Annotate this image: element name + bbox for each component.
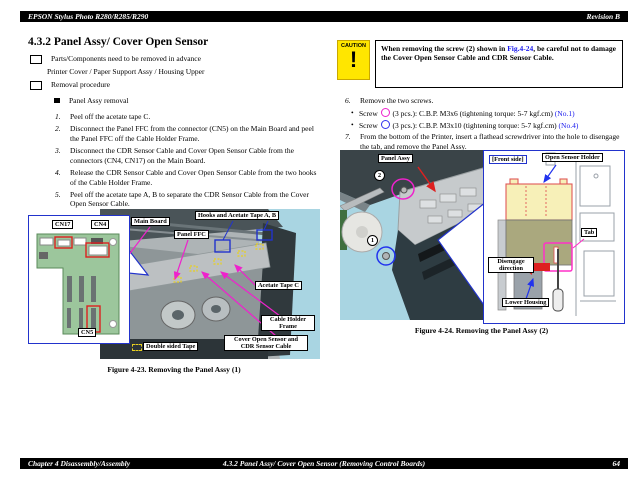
step-number: 2. [55, 124, 61, 134]
printer-photo-2 [340, 150, 486, 320]
figure-4-23-caption: Figure 4-23. Removing the Panel Assy (1) [107, 365, 241, 374]
removal-procedure-label: Removal procedure [51, 80, 110, 90]
step-number: 3. [55, 146, 61, 156]
footer-page-number: 64 [612, 459, 621, 468]
label-double-sided-tape: Double sided Tape [143, 342, 199, 352]
footer-bar: Chapter 4 Disassembly/Assembly 4.3.2 Pan… [20, 458, 628, 469]
label-cn5: CN5 [78, 328, 97, 338]
checkbox-icon [30, 81, 42, 91]
caution-text-before: When removing the screw (2) shown in [381, 44, 508, 53]
step-text: Disconnect the Panel FFC from the connec… [70, 124, 314, 143]
step-number: 5. [55, 189, 61, 199]
footer-chapter: Chapter 4 Disassembly/Assembly [28, 459, 131, 468]
left-column: Parts/Components need to be removed in a… [28, 54, 322, 212]
step-7: 7. From the bottom of the Printer, inser… [345, 132, 623, 151]
step-text: Disconnect the CDR Sensor Cable and Cove… [70, 146, 294, 165]
label-panel-ffc: Panel FFC [174, 230, 209, 240]
screw-ref-no1[interactable]: (No.1) [554, 109, 575, 119]
main-board-diagram [36, 233, 120, 335]
caution-icon-word: CAUTION [340, 43, 367, 49]
panel-assy-removal-label: Panel Assy removal [69, 96, 129, 106]
step-number: 6. [345, 96, 351, 105]
caution-icon: CAUTION ! [337, 40, 370, 80]
square-bullet-icon [54, 98, 60, 104]
screw-ref-no4[interactable]: (No.4) [558, 120, 579, 130]
step-1: 1. Peel off the acetate tape C. [55, 112, 322, 121]
step-text: Peel off the acetate tape C. [70, 111, 151, 121]
screw-spec-text: Screw (3 pcs.): C.B.P. M3x6 (tightening … [359, 108, 575, 119]
caution-block: CAUTION ! When removing the screw (2) sh… [337, 40, 623, 88]
step-text: Peel off the acetate tape A, B to separa… [70, 189, 309, 209]
label-cable-holder-frame: Cable Holder Frame [261, 315, 315, 332]
screw-spec-1: • Screw (3 pcs.): C.B.P. M3x6 (tightenin… [351, 108, 623, 118]
label-open-sensor-holder: Open Sensor Holder [542, 153, 603, 163]
callout-number-2: 2 [374, 170, 385, 181]
section-title: 4.3.2 Panel Assy/ Cover Open Sensor [28, 36, 209, 48]
header-bar: EPSON Stylus Photo R280/R285/R290 Revisi… [20, 11, 628, 22]
advance-parts-row: Parts/Components need to be removed in a… [28, 54, 322, 64]
screw-spec-2: • Screw (3 pcs.): C.B.P. M3x10 (tighteni… [351, 119, 623, 130]
double-sided-tape-icon [132, 344, 142, 351]
step-text: From the bottom of the Printer, insert a… [360, 132, 620, 151]
figure-4-23: CN17 CN4 CN5 Main Board Panel FFC Hooks … [28, 209, 320, 377]
label-cn4: CN4 [91, 220, 110, 230]
caution-text-after: , be careful not to damage the Cover Ope… [381, 44, 617, 63]
label-hooks-acetate-tape: Hooks and Acetate Tape A, B [195, 211, 280, 221]
caution-text-box: When removing the screw (2) shown in Fig… [375, 40, 623, 88]
right-column: CAUTION ! When removing the screw (2) sh… [337, 40, 623, 154]
header-revision: Revision B [586, 12, 620, 21]
header-product-title: EPSON Stylus Photo R280/R285/R290 [28, 12, 149, 21]
step-number: 1. [55, 111, 61, 121]
label-cn17: CN17 [52, 220, 74, 230]
label-lower-housing: Lower Housing [502, 298, 550, 308]
step-number: 7. [345, 132, 351, 142]
label-panel-assy: Panel Assy [378, 154, 413, 164]
bullet-icon: • [351, 119, 354, 129]
footer-section: 4.3.2 Panel Assy/ Cover Open Sensor (Rem… [222, 459, 426, 468]
panel-assy-removal-row: Panel Assy removal [54, 96, 322, 105]
removal-procedure-row: Removal procedure [28, 80, 322, 91]
callout-number-1: 1 [367, 235, 378, 246]
magenta-screw-circle-icon [380, 108, 390, 118]
advance-parts-value: Printer Cover / Paper Support Assy / Hou… [47, 67, 205, 76]
blue-screw-circle-icon [380, 119, 390, 129]
step-text: Release the CDR Sensor Cable and Cover O… [70, 168, 317, 187]
label-disengage-direction: Disengage direction [488, 257, 534, 274]
screw-spec-text: Screw (3 pcs.): C.B.P. M3x10 (tightening… [359, 119, 579, 130]
label-tab: Tab [581, 228, 598, 238]
label-cover-open-sensor-cable: Cover Open Sensor and CDR Sensor Cable [224, 335, 308, 352]
step-2: 2. Disconnect the Panel FFC from the con… [55, 124, 322, 143]
figure-4-23-canvas: CN17 CN4 CN5 Main Board Panel FFC Hooks … [28, 209, 320, 362]
figure-4-24-link[interactable]: Fig.4-24 [507, 44, 534, 53]
figure-4-24-caption: Figure 4-24. Removing the Panel Assy (2) [414, 326, 549, 335]
step-4: 4. Release the CDR Sensor Cable and Cove… [55, 168, 322, 187]
step-5: 5. Peel off the acetate tape A, B to sep… [55, 190, 322, 209]
step-text: Remove the two screws. [360, 96, 434, 105]
label-acetate-tape-c: Acetate Tape C [255, 281, 302, 291]
bullet-icon: • [351, 108, 354, 118]
label-main-board: Main Board [131, 217, 170, 227]
step-6: 6. Remove the two screws. [345, 96, 623, 105]
step-number: 4. [55, 168, 61, 178]
figure-4-24: Panel Assy 2 1 [Front side] Open Sensor … [340, 150, 625, 340]
label-front-side: [Front side] [489, 155, 527, 165]
checkbox-icon [30, 55, 42, 64]
exclamation-icon: ! [349, 46, 358, 72]
panel-assy-diagram [497, 152, 616, 316]
advance-parts-label: Parts/Components need to be removed in a… [51, 54, 201, 63]
main-board-inset [28, 215, 130, 344]
panel-assy-inset [483, 150, 625, 324]
step-3: 3. Disconnect the CDR Sensor Cable and C… [55, 146, 322, 165]
